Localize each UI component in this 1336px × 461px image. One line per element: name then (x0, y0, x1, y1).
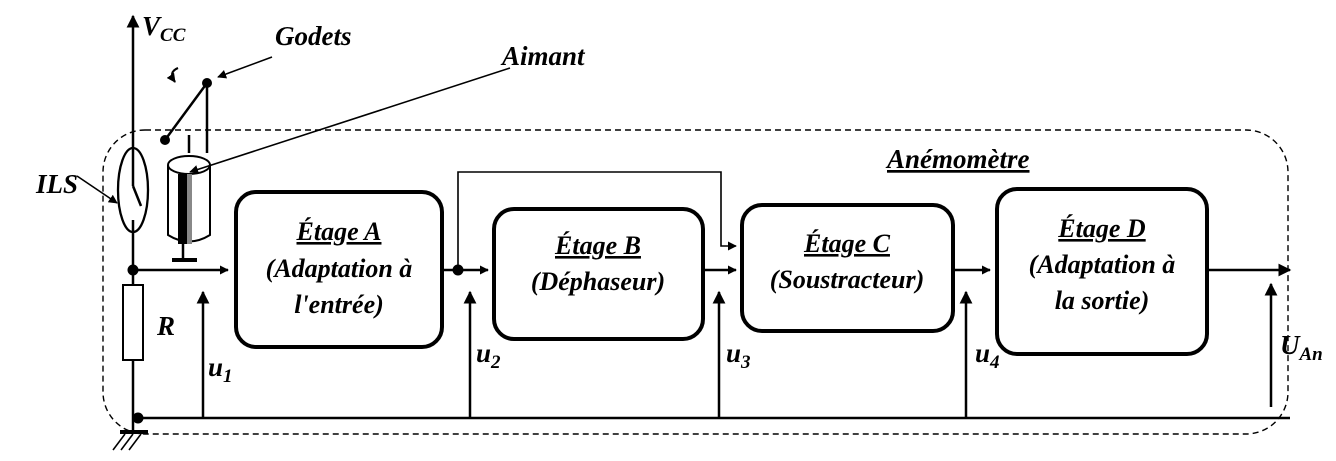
ils-label: ILS (35, 169, 78, 199)
godets-label: Godets (275, 21, 352, 51)
stage-b-line1: (Déphaseur) (531, 267, 665, 296)
ground-symbol (112, 418, 148, 451)
stage-d-line2: la sortie) (1055, 286, 1150, 315)
magnet-cups-assembly (160, 78, 212, 262)
stage-a-line2: l'entrée) (294, 290, 384, 319)
u1-label: u1 (208, 352, 233, 387)
godets-pointer (217, 56, 273, 79)
anemometer-boundary (102, 129, 1289, 435)
vcc-label: VCC (142, 11, 186, 46)
stage-d-title: Étage D (1057, 214, 1146, 243)
resistor-r (122, 284, 144, 361)
ils-reed-switch (116, 146, 150, 234)
rotation-arrow (166, 66, 179, 83)
stage-b-box (492, 207, 705, 341)
stage-c-title: Étage C (803, 229, 891, 258)
u4-label: u4 (975, 338, 1000, 373)
wire-bypass-to-c (457, 171, 737, 270)
aimant-label: Aimant (500, 41, 586, 71)
stage-a-box (234, 190, 444, 349)
stage-d-box (995, 187, 1209, 356)
stage-b-title: Étage B (554, 231, 641, 260)
anemometre-label: Anémomètre (885, 144, 1030, 174)
stage-c-line1: (Soustracteur) (770, 265, 925, 294)
stage-c-box (740, 203, 955, 333)
stage-d-line1: (Adaptation à (1029, 250, 1176, 279)
stage-a-line1: (Adaptation à (266, 254, 413, 283)
aimant-pointer (189, 67, 511, 174)
stage-a-title: Étage A (296, 217, 382, 246)
u2-label: u2 (476, 338, 501, 373)
u3-label: u3 (726, 338, 751, 373)
uan-label: UAn (1280, 330, 1323, 365)
resistor-label: R (156, 311, 175, 341)
ils-pointer (76, 175, 118, 204)
